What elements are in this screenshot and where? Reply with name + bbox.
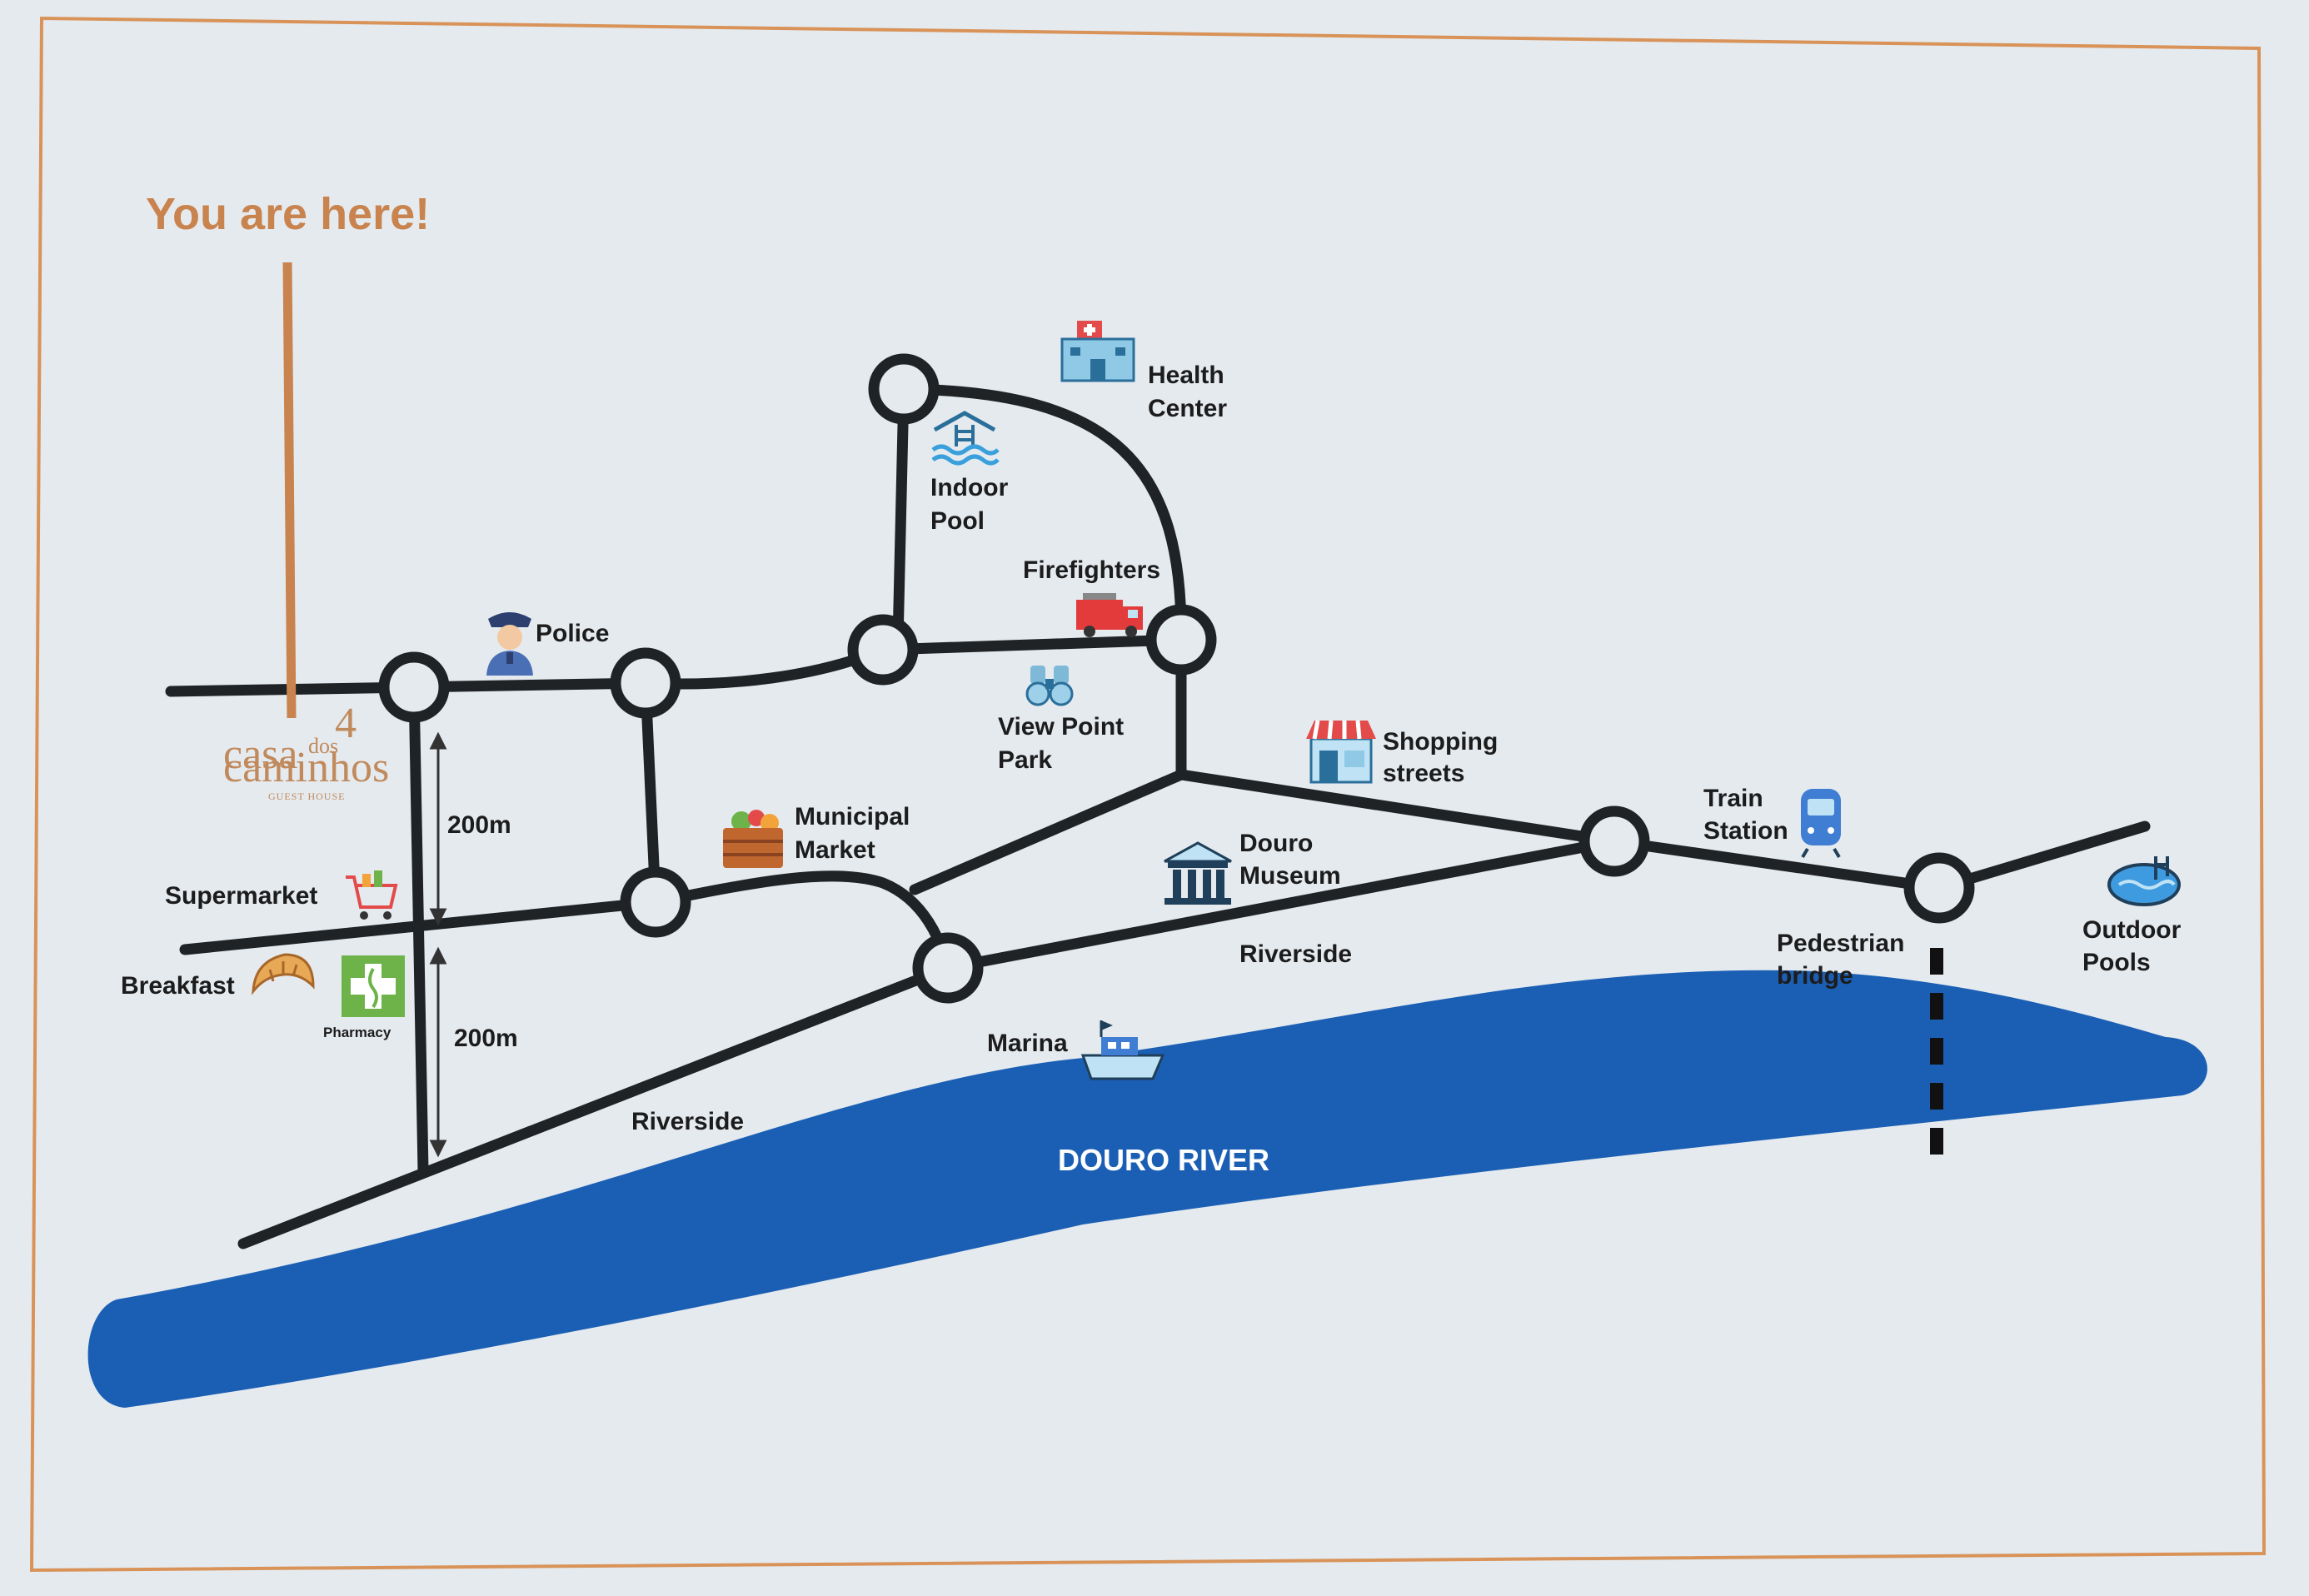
label-bridge-1: Pedestrian [1777, 930, 1904, 957]
label-market-2: Market [795, 836, 875, 864]
croissant-icon [252, 953, 315, 995]
road-health-center [898, 383, 1187, 646]
train-icon [1801, 789, 1841, 859]
road-outdoor-pools [1933, 820, 2151, 894]
shop-icon [1306, 720, 1376, 784]
label-train-2: Station [1703, 817, 1788, 845]
node-casa [378, 651, 450, 723]
svg-text:4: 4 [335, 700, 357, 747]
label-view-point-2: Park [998, 746, 1052, 774]
label-train-1: Train [1703, 785, 1763, 812]
road-top-curve [640, 644, 889, 690]
node-market [620, 866, 691, 938]
binoculars-icon [1025, 666, 1074, 706]
label-douro-river: DOURO RIVER [1058, 1143, 1269, 1177]
label-indoor-pool-2: Pool [930, 507, 985, 535]
road-riverside-lower [237, 962, 954, 1249]
road-nodes [378, 353, 1975, 1004]
road-firefighters [877, 634, 1187, 656]
label-outdoor-1: Outdoor [2082, 916, 2182, 944]
casa-dos-4-caminhos-logo: casa dos 4 caminhos GUEST HOUSE [223, 700, 389, 802]
road-junction-riverside [909, 769, 1187, 895]
label-shopping-2: streets [1383, 760, 1464, 787]
police-officer-icon [486, 612, 533, 676]
shopping-cart-icon [346, 870, 398, 920]
node-pedestrian-bridge [1903, 852, 1975, 924]
node-police [610, 647, 681, 719]
label-marina: Marina [987, 1030, 1068, 1057]
road-train [1608, 835, 1945, 894]
svg-text:GUEST HOUSE: GUEST HOUSE [268, 791, 345, 802]
road-market-curve [650, 870, 954, 974]
road-top-mid [408, 677, 651, 693]
label-outdoor-2: Pools [2082, 949, 2151, 976]
you-are-here-label: You are here! [146, 189, 430, 239]
road-network [165, 383, 2151, 1249]
pharmacy-cross-icon [342, 955, 405, 1017]
label-museum-1: Douro [1239, 830, 1313, 857]
douro-river [87, 970, 2207, 1408]
label-breakfast: Breakfast [121, 972, 235, 1000]
node-view-point [847, 614, 919, 686]
road-riverside-upper [942, 835, 1620, 974]
label-market-1: Municipal [795, 803, 910, 830]
label-shopping-1: Shopping [1383, 728, 1498, 756]
node-indoor-pool-top [868, 353, 940, 425]
hospital-icon [1060, 321, 1135, 382]
road-indoor-pool [892, 383, 910, 647]
fire-truck-icon [1076, 593, 1143, 637]
road-connector [640, 677, 661, 908]
label-health-center-1: Health [1148, 362, 1224, 389]
label-view-point-1: View Point [998, 713, 1124, 741]
node-firefighters [1145, 604, 1217, 676]
label-police: Police [536, 620, 609, 647]
svg-text:casa: casa [223, 731, 297, 778]
map-border [29, 16, 2267, 1573]
outdoor-pool-icon [2107, 856, 2181, 906]
label-riverside-upper: Riverside [1239, 940, 1352, 968]
label-riverside-lower: Riverside [631, 1108, 744, 1135]
svg-text:caminhos: caminhos [223, 744, 389, 791]
distance-arrows [429, 731, 447, 1158]
label-distance-upper: 200m [447, 811, 511, 839]
label-supermarket: Supermarket [165, 882, 317, 910]
road-shopping [1175, 769, 1620, 847]
svg-text:dos: dos [308, 734, 338, 758]
label-health-center-2: Center [1148, 395, 1227, 422]
node-riverside [912, 932, 984, 1004]
label-bridge-2: bridge [1777, 962, 1853, 990]
boat-icon [1080, 1020, 1165, 1080]
label-indoor-pool-1: Indoor [930, 474, 1009, 501]
label-firefighters: Firefighters [1023, 556, 1160, 584]
label-pharmacy: Pharmacy [323, 1025, 391, 1040]
you-are-here-pointer [282, 262, 297, 719]
label-distance-lower: 200m [454, 1025, 518, 1052]
market-basket-icon [723, 810, 783, 868]
road-pharmacy [408, 681, 429, 1176]
swimming-pool-icon [931, 411, 1000, 466]
node-train-station [1578, 805, 1650, 877]
museum-icon [1164, 841, 1232, 905]
label-museum-2: Museum [1239, 862, 1341, 890]
